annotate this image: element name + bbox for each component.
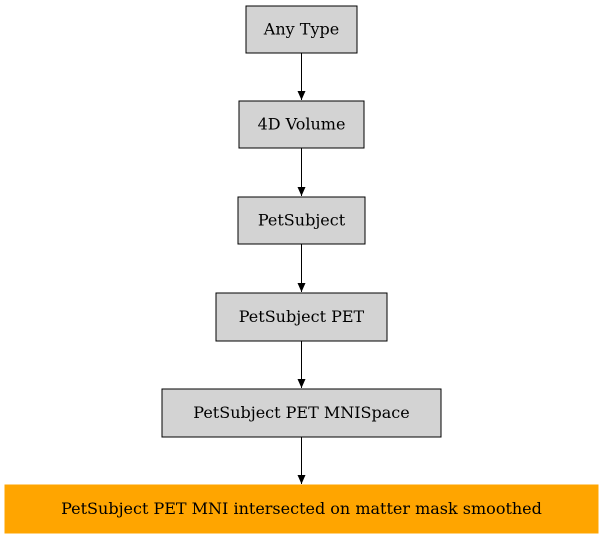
node-label: PetSubject PET MNISpace <box>193 403 409 422</box>
node-label: PetSubject <box>258 211 346 230</box>
node-petsubject: PetSubject <box>237 196 366 245</box>
node-any-type: Any Type <box>245 5 358 54</box>
node-4d-volume: 4D Volume <box>238 100 365 149</box>
node-label: Any Type <box>263 20 339 39</box>
node-petsubject-pet-mni-intersected: PetSubject PET MNI intersected on matter… <box>4 484 599 534</box>
node-label: PetSubject PET <box>239 307 365 326</box>
node-petsubject-pet: PetSubject PET <box>215 292 388 342</box>
node-label: 4D Volume <box>258 115 346 134</box>
node-box <box>215 292 388 342</box>
node-petsubject-pet-mnispace: PetSubject PET MNISpace <box>161 388 442 438</box>
node-box <box>238 100 365 149</box>
node-box <box>161 388 442 438</box>
node-box <box>245 5 358 54</box>
node-box <box>4 484 599 534</box>
node-label: PetSubject PET MNI intersected on matter… <box>61 499 542 518</box>
node-box <box>237 196 366 245</box>
